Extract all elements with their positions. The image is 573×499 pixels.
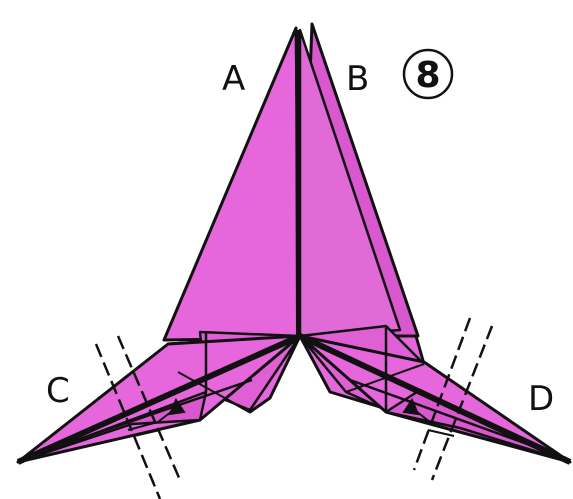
label-a: A — [222, 59, 245, 99]
label-d: D — [528, 379, 554, 419]
label-c: C — [46, 371, 70, 411]
label-b: B — [346, 59, 369, 99]
step-number: 8 — [415, 55, 440, 96]
center-crease — [297, 30, 298, 338]
step-badge: 8 — [404, 50, 452, 98]
